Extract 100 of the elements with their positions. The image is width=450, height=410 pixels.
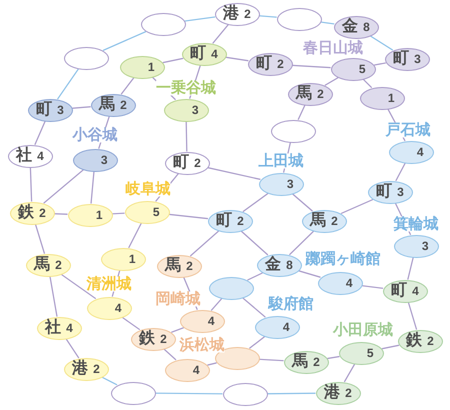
- kanji-label: 馬: [310, 213, 326, 229]
- connector-line: [289, 230, 314, 256]
- connector-line: [120, 77, 134, 95]
- castle-name: 躑躅ヶ崎館: [306, 252, 380, 266]
- number-label: 5: [358, 63, 366, 75]
- board-space: [214, 2, 260, 26]
- kanji-label: 町: [216, 213, 232, 229]
- connector-line: [374, 62, 386, 66]
- kanji-label: 鉄: [406, 333, 422, 349]
- board-space: [316, 382, 360, 404]
- number-label: 4: [416, 146, 424, 158]
- board-space: [330, 58, 376, 80]
- connector-line: [362, 285, 384, 289]
- number-label: 4: [346, 277, 352, 289]
- number-label: 3: [422, 240, 428, 252]
- board-space: [248, 52, 292, 76]
- board-space: [120, 56, 164, 78]
- number-label: 4: [412, 285, 419, 297]
- connector-line: [240, 230, 268, 256]
- kanji-label: 金: [265, 257, 282, 273]
- board-space: [258, 172, 304, 196]
- number-label: 1: [96, 209, 102, 221]
- kanji-label: 町: [173, 155, 190, 171]
- number-label: 2: [331, 215, 338, 227]
- connector-line: [242, 297, 266, 318]
- connector-line: [362, 78, 372, 88]
- connector-line: [66, 338, 80, 358]
- connector-line: [298, 270, 321, 278]
- number-label: 8: [286, 259, 293, 271]
- number-label: 3: [192, 104, 198, 116]
- castle-name: 一乗谷城: [156, 80, 216, 96]
- number-label: 3: [397, 186, 404, 198]
- board-space: [222, 382, 268, 406]
- board-space: [26, 254, 70, 276]
- board-space: [302, 210, 346, 232]
- number-label: 2: [39, 207, 46, 219]
- number-label: 2: [317, 88, 324, 100]
- board-space: [130, 328, 176, 350]
- board-space: [382, 280, 428, 302]
- number-label: 2: [120, 99, 127, 111]
- connector-line: [298, 104, 306, 120]
- kanji-label: 港: [324, 385, 340, 401]
- kanji-label: 馬: [292, 354, 308, 370]
- board-space: [10, 202, 54, 224]
- kanji-label: 町: [36, 102, 52, 118]
- number-label: 4: [114, 302, 122, 314]
- board-space: [68, 204, 112, 226]
- castle-name: 岡崎城: [156, 292, 200, 306]
- kanji-label: 鉄: [139, 331, 156, 347]
- number-label: 2: [93, 363, 100, 375]
- number-label: 2: [186, 260, 193, 272]
- connector-line: [292, 193, 313, 212]
- number-label: 2: [194, 157, 201, 169]
- board-space: [360, 86, 404, 110]
- board-space: [64, 358, 108, 380]
- connector-line: [408, 302, 418, 330]
- board-space: [86, 296, 132, 320]
- connector-line: [247, 272, 263, 281]
- number-label: 8: [363, 21, 370, 33]
- castle-name: 小谷城: [72, 128, 118, 142]
- connector-line: [207, 167, 261, 180]
- kanji-label: 馬: [99, 97, 116, 113]
- connector-line: [395, 162, 406, 182]
- board-space: [164, 358, 210, 382]
- board-space: [8, 144, 52, 168]
- connector-line: [72, 106, 91, 109]
- number-label: 3: [100, 154, 108, 166]
- board-space: [208, 276, 254, 300]
- connector-line: [327, 356, 340, 360]
- connector-line: [190, 230, 220, 256]
- kanji-label: 馬: [165, 258, 182, 274]
- board-space: [124, 200, 170, 224]
- board-space: [256, 254, 302, 276]
- board-space: [110, 382, 156, 404]
- board-space: [384, 48, 430, 70]
- connector-line: [34, 224, 46, 254]
- connector-line: [212, 24, 229, 44]
- kanji-label: 鉄: [18, 205, 34, 221]
- board-space: [140, 12, 186, 36]
- connector-line: [102, 30, 146, 52]
- number-label: 2: [427, 335, 434, 347]
- castle-name: 岐阜城: [126, 182, 170, 196]
- connector-line: [60, 274, 96, 300]
- board-space: [276, 8, 322, 30]
- connector-line: [162, 58, 184, 64]
- kanji-label: 馬: [296, 86, 312, 102]
- castle-name: 清洲城: [86, 276, 132, 292]
- connector-line: [184, 16, 216, 22]
- board-space: [64, 46, 108, 70]
- kanji-label: 町: [376, 184, 392, 200]
- board-space: [288, 82, 332, 106]
- number-label: 4: [282, 321, 290, 333]
- kanji-label: 金: [342, 19, 358, 35]
- castle-name: 戸石城: [386, 122, 430, 138]
- board-space: [28, 98, 72, 122]
- connector-line: [155, 392, 223, 394]
- connector-line: [168, 214, 208, 220]
- connector-line: [210, 298, 222, 311]
- connector-line: [225, 56, 249, 62]
- connector-line: [30, 167, 32, 202]
